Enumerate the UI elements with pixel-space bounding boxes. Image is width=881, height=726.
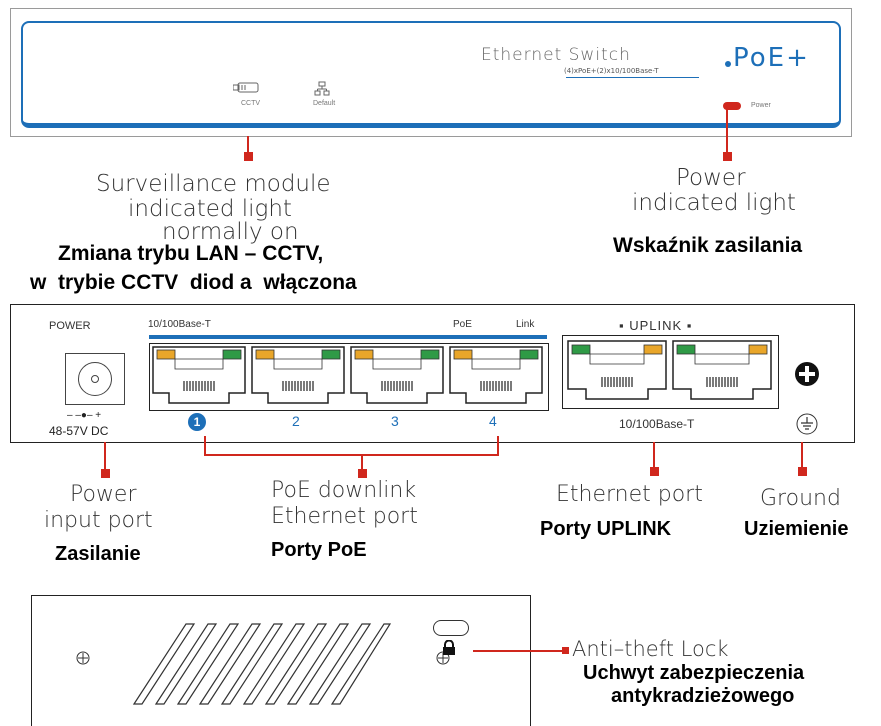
port-number-2: 2 bbox=[292, 413, 300, 429]
network-icon bbox=[314, 81, 330, 102]
power-input-pl: Zasilanie bbox=[55, 543, 141, 565]
side-screw-left-icon bbox=[76, 651, 90, 670]
poe-text-line1: PoE downlink bbox=[271, 478, 417, 503]
uplink-speed-label: 10/100Base-T bbox=[619, 417, 695, 431]
lock-pl-line2: antykradzieżowego bbox=[611, 685, 795, 707]
dc-jack-pin bbox=[91, 375, 99, 383]
ground-text: Ground bbox=[760, 486, 841, 511]
rear-power-label: POWER bbox=[49, 320, 91, 332]
poe-header-label: PoE bbox=[453, 319, 472, 330]
cctv-label: CCTV bbox=[241, 100, 261, 107]
poe-text-line2: Ethernet port bbox=[271, 504, 418, 529]
link-header-label: Link bbox=[516, 319, 535, 330]
callout-bracket-right bbox=[497, 436, 499, 456]
callout-bracket-bottom bbox=[204, 454, 499, 456]
voltage-label: 48-57V DC bbox=[49, 424, 109, 438]
callout-marker-surveillance bbox=[244, 152, 253, 161]
rear-panel: POWER – –●– + 48-57V DC 10/100Base-T PoE… bbox=[10, 304, 855, 443]
callout-line-surveillance bbox=[247, 136, 249, 154]
poe-port-2[interactable] bbox=[250, 345, 346, 412]
callout-marker-power-input bbox=[101, 469, 110, 478]
surveillance-text-line3: normally on bbox=[162, 219, 299, 245]
ethernet-port-text: Ethernet port bbox=[556, 482, 703, 507]
surveillance-text-line2: indicated light bbox=[128, 196, 292, 222]
power-input-text-line1: Power bbox=[70, 482, 137, 507]
power-light-pl: Wskaźnik zasilania bbox=[613, 234, 803, 257]
dc-polarity-symbol: – –●– + bbox=[67, 410, 102, 421]
cctv-camera-icon bbox=[232, 81, 263, 100]
callout-line-uplink bbox=[653, 442, 655, 468]
poe-port-group bbox=[149, 343, 549, 411]
callout-marker-power-led bbox=[723, 152, 732, 161]
front-panel: Ethernet Switch (4)xPoE+(2)x10/100Base-T… bbox=[10, 8, 852, 137]
uplink-pl: Porty UPLINK bbox=[540, 518, 672, 540]
port-number-1-badge: 1 bbox=[188, 413, 206, 431]
vent-slots bbox=[132, 623, 392, 705]
front-spec: (4)xPoE+(2)x10/100Base-T bbox=[564, 67, 659, 75]
power-input-text-line2: input port bbox=[44, 508, 153, 533]
screw-icon bbox=[794, 361, 820, 392]
callout-marker-uplink bbox=[650, 467, 659, 476]
poe-port-4[interactable] bbox=[448, 345, 544, 412]
callout-line-power-input bbox=[104, 442, 106, 470]
downlink-speed-label: 10/100Base-T bbox=[148, 319, 211, 330]
uplink-port-1[interactable] bbox=[566, 339, 668, 408]
lock-text: Anti–theft Lock bbox=[572, 637, 729, 661]
uplink-label: ▪ UPLINK ▪ bbox=[619, 318, 693, 333]
callout-marker-poe bbox=[358, 469, 367, 478]
lock-pl-line1: Uchwyt zabezpieczenia bbox=[583, 662, 805, 684]
default-label: Default bbox=[313, 100, 336, 107]
callout-bracket-left bbox=[204, 436, 206, 456]
cctv-mode-pl-line2: w trybie CCTV diod a włączona bbox=[30, 271, 357, 294]
callout-line-ground bbox=[801, 442, 803, 468]
surveillance-text-line1: Surveillance module bbox=[96, 171, 331, 197]
poe-port-1[interactable] bbox=[151, 345, 247, 412]
uplink-port-group bbox=[562, 335, 779, 409]
ground-pl: Uziemienie bbox=[744, 518, 849, 540]
padlock-icon bbox=[442, 639, 456, 661]
poe-dot-icon bbox=[725, 61, 731, 67]
callout-line-poe bbox=[361, 454, 363, 470]
ground-symbol-icon bbox=[796, 413, 818, 440]
callout-line-power-led bbox=[726, 106, 728, 154]
poe-pl: Porty PoE bbox=[271, 539, 367, 561]
front-spec-underline bbox=[566, 77, 699, 78]
downlink-blue-bar bbox=[149, 335, 547, 339]
port-number-3: 3 bbox=[391, 413, 399, 429]
side-panel bbox=[31, 595, 531, 726]
lock-slot[interactable] bbox=[433, 620, 469, 636]
front-panel-face bbox=[21, 21, 841, 128]
poe-port-3[interactable] bbox=[349, 345, 445, 412]
callout-marker-ground bbox=[798, 467, 807, 476]
front-brand: Ethernet Switch bbox=[481, 45, 631, 65]
front-poe-mark: PoE+ bbox=[733, 43, 810, 73]
port-number-4: 4 bbox=[489, 413, 497, 429]
uplink-port-2[interactable] bbox=[671, 339, 773, 408]
dc-jack bbox=[65, 353, 125, 405]
power-light-text-line2: indicated light bbox=[632, 190, 796, 216]
power-led bbox=[723, 102, 741, 110]
callout-marker-lock bbox=[562, 647, 569, 654]
power-light-text-line1: Power bbox=[676, 165, 746, 191]
callout-line-lock bbox=[473, 650, 563, 652]
power-led-label: Power bbox=[751, 102, 771, 109]
dc-jack-ring bbox=[78, 362, 112, 396]
cctv-mode-pl-line1: Zmiana trybu LAN – CCTV, bbox=[58, 242, 324, 265]
